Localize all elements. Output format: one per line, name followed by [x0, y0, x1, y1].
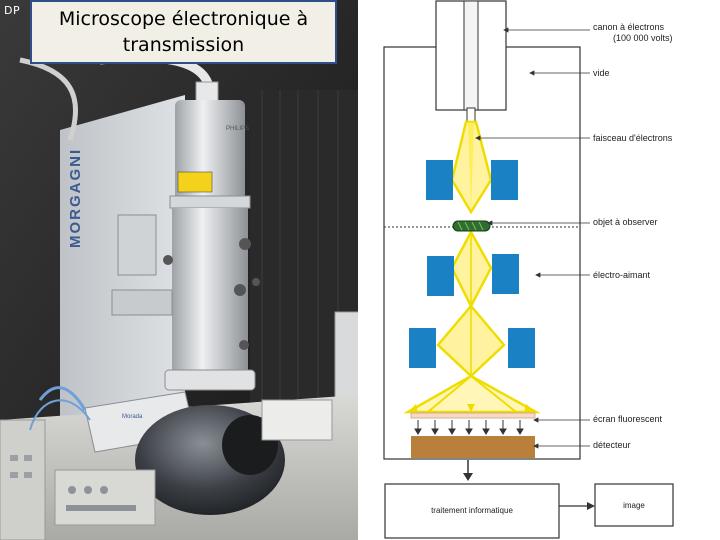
- warning-label: [177, 171, 213, 193]
- microscope-photo: MORGAGNI PHILIPS Morada: [0, 0, 358, 540]
- label-screen: écran fluorescent: [593, 414, 663, 424]
- detector: [411, 436, 535, 458]
- down-arrow: [463, 473, 473, 481]
- morgagni-brand: MORGAGNI: [67, 148, 84, 248]
- tem-diagram: traitement informatique image canon à él…: [358, 0, 720, 540]
- label-electron-gun: canon à électrons: [593, 22, 665, 32]
- label-magnet: électro-aimant: [593, 270, 651, 280]
- slide-title: Microscope électronique à transmission: [30, 0, 337, 64]
- label-vacuum: vide: [593, 68, 610, 78]
- electromagnet: [409, 160, 535, 368]
- microscope-illustration: MORGAGNI PHILIPS Morada: [0, 0, 358, 540]
- gun-nozzle: [466, 107, 476, 123]
- corner-text: DP: [4, 4, 21, 17]
- title-line-1: Microscope électronique à: [58, 8, 309, 30]
- processing-box: [384, 483, 560, 539]
- label-specimen: objet à observer: [593, 217, 658, 227]
- label-detector: détecteur: [593, 440, 631, 450]
- morada-brand: Morada: [122, 414, 143, 420]
- specimen: [452, 220, 491, 232]
- title-line-2: transmission: [122, 34, 245, 56]
- image-box: [594, 483, 674, 527]
- electron-beam: [403, 120, 541, 414]
- label-beam: faisceau d'électrons: [593, 133, 673, 143]
- label-voltage: (100 000 volts): [613, 33, 673, 43]
- philips-brand: PHILIPS: [226, 126, 249, 132]
- tem-schematic: traitement informatique image canon à él…: [383, 0, 674, 539]
- control-panel: [54, 469, 156, 526]
- processing-label: traitement informatique: [431, 506, 513, 515]
- right-arrow: [587, 502, 595, 510]
- image-label: image: [623, 501, 645, 510]
- fluorescent-screen: [410, 412, 536, 419]
- stage-ring: [164, 369, 256, 391]
- screen-arrows: [414, 420, 524, 435]
